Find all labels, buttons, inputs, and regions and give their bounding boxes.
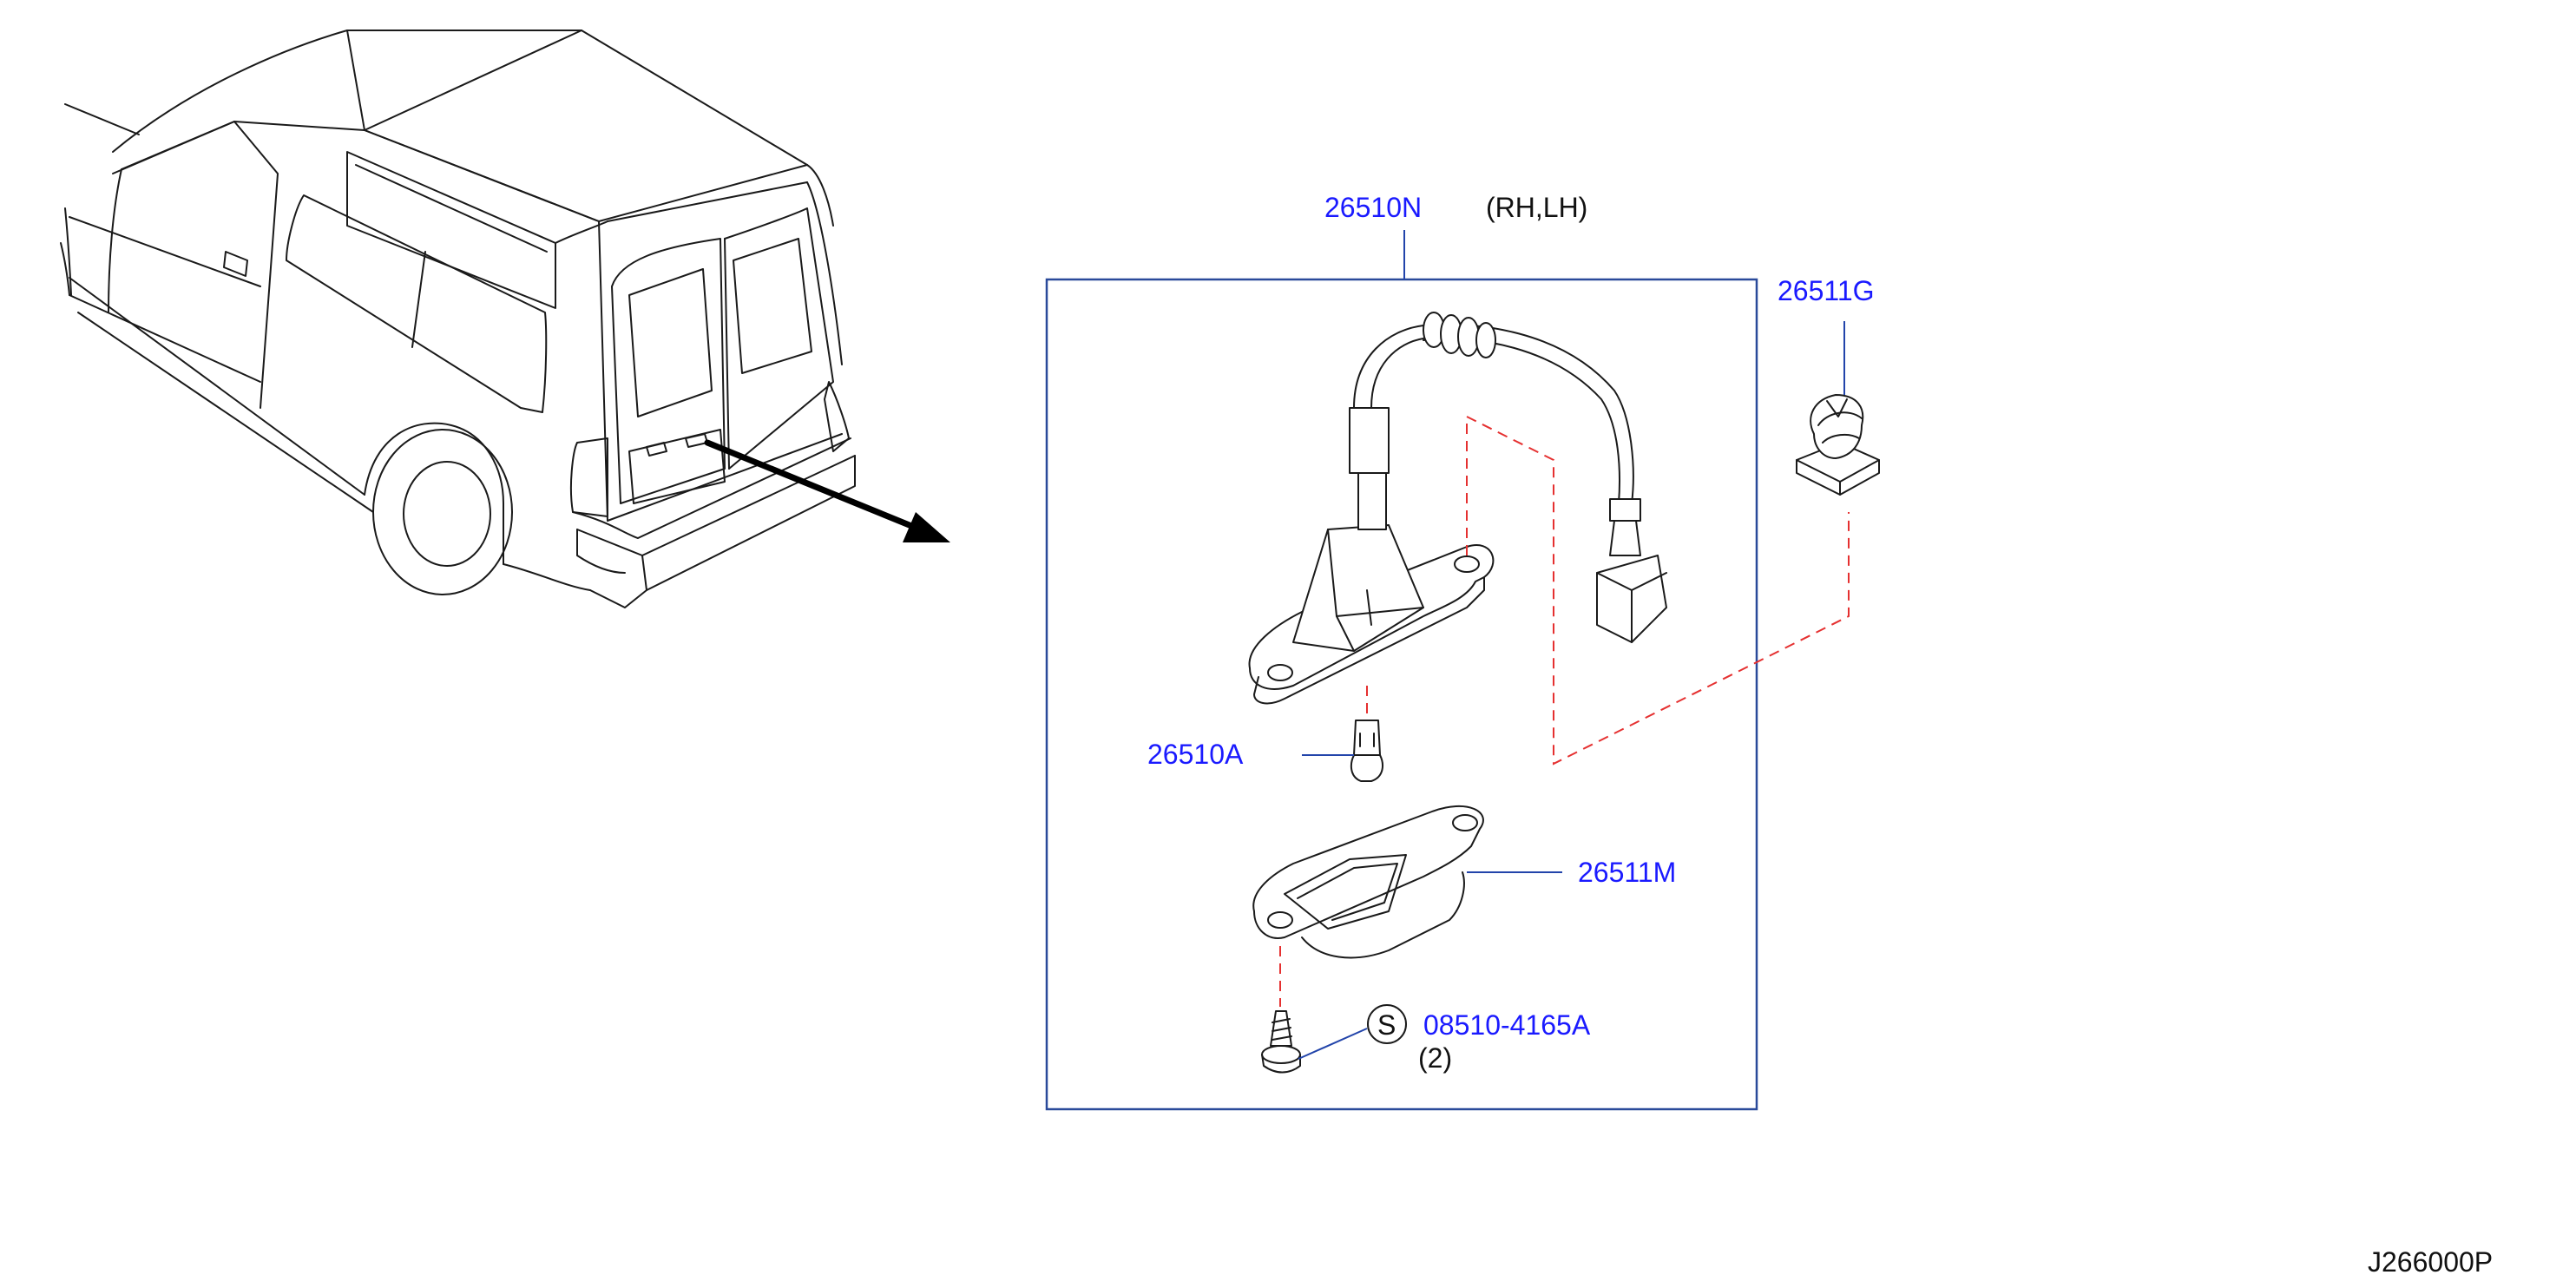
vehicle-illustration [60, 30, 856, 608]
part-label-26510a[interactable]: 26510A [1147, 739, 1244, 770]
part-label-26511g[interactable]: 26511G [1778, 275, 1875, 306]
bulb[interactable] [1350, 720, 1383, 782]
lamp-bezel[interactable] [1252, 805, 1484, 959]
screw[interactable] [1261, 1010, 1301, 1074]
pointer-arrow [704, 439, 950, 542]
leader-lines [1298, 321, 1845, 1060]
screw-symbol-circle [1367, 1004, 1407, 1044]
screw-symbol: S [1377, 1009, 1396, 1041]
clip[interactable] [1796, 394, 1880, 496]
part-label-08510-4165a[interactable]: 08510-4165A [1423, 1009, 1591, 1041]
alignment-guides [1279, 415, 1850, 1007]
part-label-26510n[interactable]: 26510N [1324, 192, 1422, 223]
part-label-26511m[interactable]: 26511M [1578, 857, 1676, 888]
drawing-code: J266000P [2368, 1246, 2493, 1278]
assembly-frame [1045, 278, 1758, 1111]
screw-quantity: (2) [1418, 1042, 1452, 1074]
variant-label-rhlh: (RH,LH) [1486, 192, 1587, 223]
license-lamp-assembly[interactable] [1248, 312, 1667, 705]
